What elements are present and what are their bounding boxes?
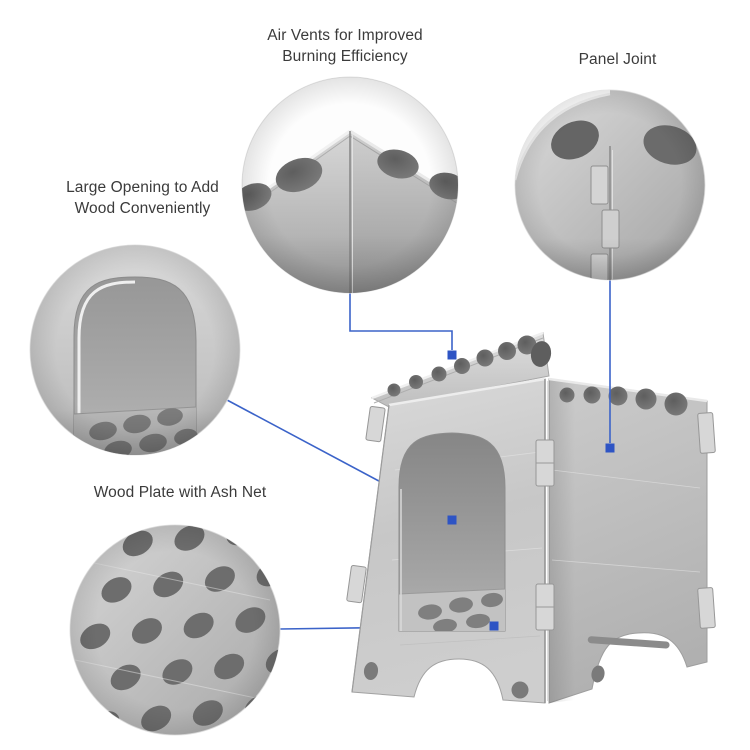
air-vents-detail-circle: [241, 76, 459, 294]
back-corner-vent-hole: [530, 341, 552, 367]
callout-markers: [447, 350, 615, 631]
panel-joint-marker: [605, 443, 615, 453]
stove-illustration: [346, 331, 716, 704]
large-opening-label: Large Opening to Add Wood Conveniently: [30, 178, 255, 220]
panel-joint-detail-circle: [514, 89, 706, 281]
ash-net-holes-visible: [418, 592, 503, 631]
front-leg-hole-left: [363, 662, 379, 680]
callout-lines-over: [349, 280, 611, 443]
air-vents-marker: [447, 350, 457, 360]
air-vents-label: Air Vents for Improved Burning Efficienc…: [230, 26, 460, 68]
large-opening-label-line1: Large Opening to Add: [66, 179, 219, 196]
back-panel-vent-holes: [387, 335, 537, 397]
center-fold-tab-upper: [535, 439, 555, 487]
stove-arch-opening: [398, 432, 506, 632]
side-panel-slot: [587, 636, 670, 649]
air-vents-label-line1: Air Vents for Improved: [267, 27, 423, 44]
stove-front-panel: [351, 377, 546, 704]
panel-joint-label-text: Panel Joint: [578, 51, 657, 68]
large-opening-marker: [447, 515, 457, 525]
panel-joint-tabs: [346, 405, 716, 631]
air-vents-connector-line: [349, 293, 453, 350]
air-vents-label-line2: Burning Efficiency: [282, 47, 408, 65]
front-leg-hole-right: [511, 681, 529, 699]
stove-back-panel: [370, 331, 552, 408]
side-panel-vent-holes: [559, 386, 688, 416]
side-panel-leg-hole: [591, 665, 605, 683]
panel-joint-label: Panel Joint: [540, 50, 695, 71]
center-fold-tab-lower: [535, 583, 555, 631]
wood-plate-label-text: Wood Plate with Ash Net: [93, 484, 267, 501]
panel-fold-seam: [544, 379, 548, 703]
stove-side-panel: [548, 377, 708, 704]
wood-plate-detail-circle: [69, 524, 281, 736]
large-opening-label-line2: Wood Conveniently: [74, 199, 211, 217]
large-opening-detail-circle: [29, 244, 241, 456]
wood-plate-label: Wood Plate with Ash Net: [55, 483, 305, 504]
wood-plate-marker: [489, 621, 499, 631]
